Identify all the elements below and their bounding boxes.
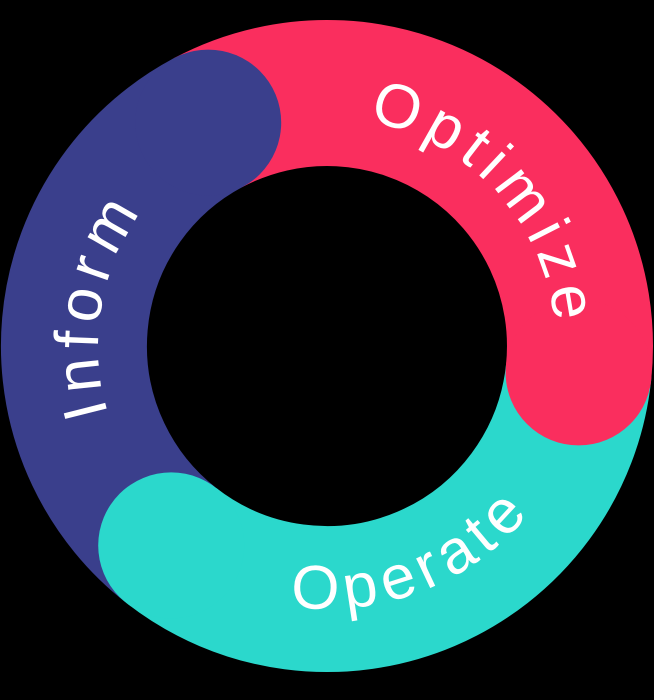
segment-inform-arc [0,58,244,603]
segment-operate-arc [126,363,652,673]
segment-inform-endcap [135,49,282,196]
segment-optimize-endcap [505,299,652,446]
segment-optimize-arc [173,20,653,380]
segment-operate-endcap [98,472,245,619]
